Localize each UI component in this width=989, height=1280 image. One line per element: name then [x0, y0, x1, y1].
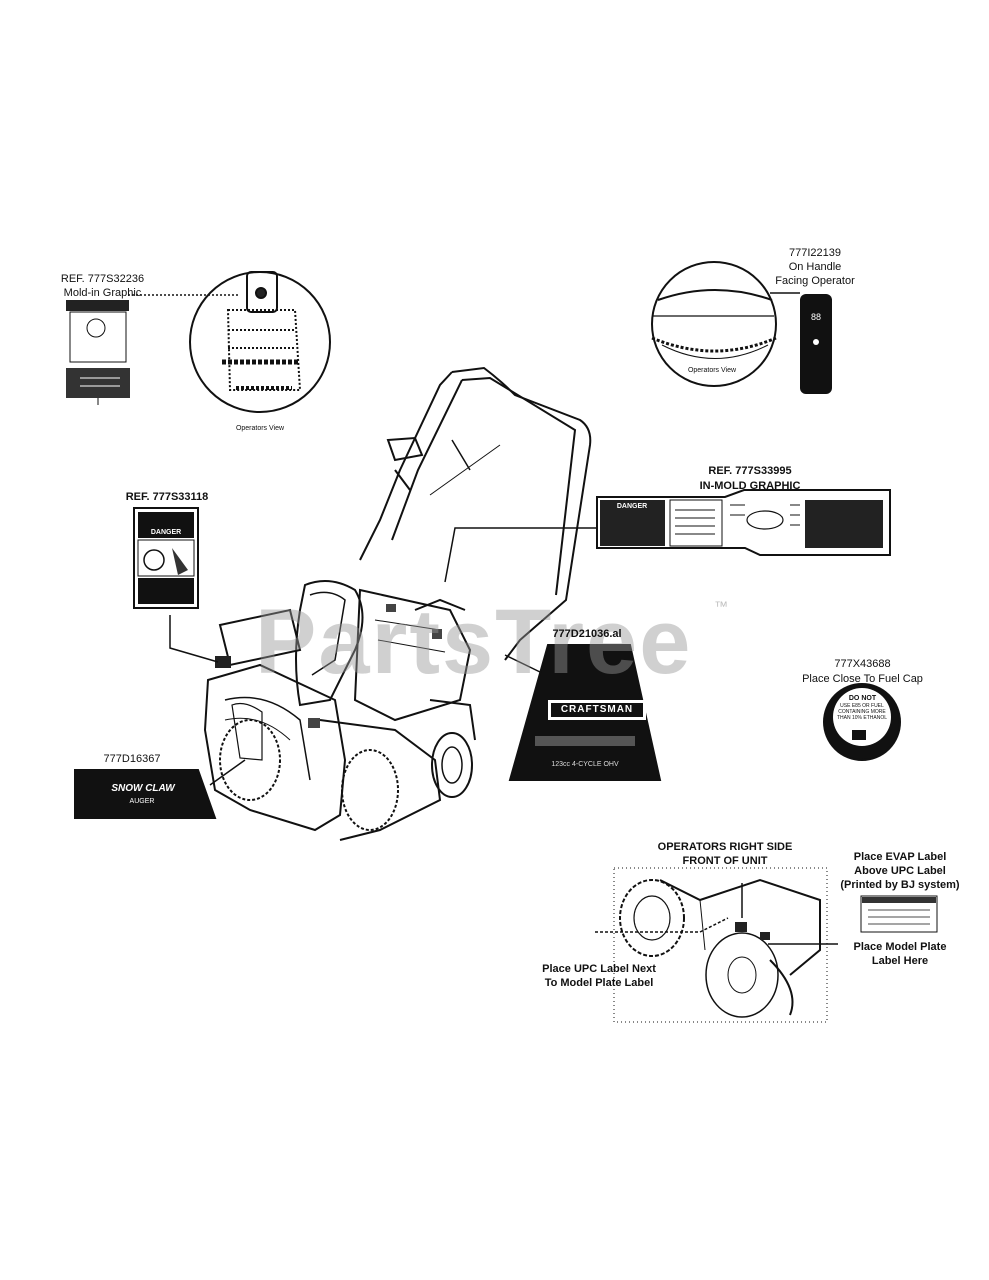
model-plate-line2: Label Here: [871, 955, 929, 967]
snowblower-drawing: [203, 366, 592, 841]
handle-line1: On Handle: [788, 261, 842, 273]
danger-decal-word: DANGER: [150, 529, 182, 536]
snowclaw-sub: AUGER: [129, 798, 155, 805]
danger-decal-ref: REF. 777S33118: [125, 491, 209, 503]
fuel-line2: USE E85 OR FUEL: [840, 703, 884, 709]
inmold-danger-word: DANGER: [616, 503, 648, 510]
fuel-line1: DO NOT: [848, 695, 877, 702]
craftsman-brand: CRAFTSMAN: [560, 704, 634, 715]
snowclaw-part-number: 777D16367: [103, 753, 161, 765]
snowclaw-brand: SNOW CLAW: [111, 783, 175, 794]
right-side-view: [613, 867, 938, 1023]
craftsman-part-number: 777D21036.al: [552, 628, 622, 640]
handle-part-number: 777I22139: [789, 247, 841, 259]
fuel-desc: Place Close To Fuel Cap: [802, 673, 923, 685]
fuel-line3: CONTAINING MORE: [838, 709, 886, 715]
snowclaw-decal-graphic: [74, 769, 217, 819]
danger-decal-graphic: [133, 507, 199, 609]
trademark-symbol: ™: [714, 598, 728, 614]
craftsman-engine-text: 123cc 4-CYCLE OHV: [551, 761, 619, 768]
moldin-desc: Mold-in Graphic: [63, 287, 142, 299]
evap-line2: Above UPC Label: [854, 865, 946, 877]
handle-view-caption: Operators View: [687, 367, 737, 374]
watermark: PartsTree: [255, 591, 693, 693]
fuel-line4: THAN 10% ETHANOL: [836, 715, 887, 721]
inmold-ref: REF. 777S33995: [708, 465, 792, 477]
upc-line2: To Model Plate Label: [544, 977, 654, 989]
fuel-part-number: 777X43688: [834, 658, 891, 670]
svg-text:88: 88: [811, 312, 821, 322]
moldin-ref: REF. 777S32236: [60, 273, 145, 285]
handle-detail: 88: [651, 261, 832, 394]
inmold-desc: IN-MOLD GRAPHIC: [699, 480, 801, 492]
inmold-decal: [596, 489, 891, 556]
right-side-title1: OPERATORS RIGHT SIDE: [657, 841, 793, 853]
leader-lines: [128, 292, 838, 945]
moldin-view-caption: Operators View: [235, 425, 285, 432]
moldin-detail: [189, 271, 331, 413]
handle-line2: Facing Operator: [775, 275, 855, 287]
upc-line1: Place UPC Label Next: [542, 963, 656, 975]
right-side-title2: FRONT OF UNIT: [682, 855, 768, 867]
fuel-cap-decal-graphic: [823, 683, 901, 761]
evap-line1: Place EVAP Label: [853, 851, 947, 863]
evap-line3: (Printed by BJ system): [840, 879, 960, 891]
craftsman-decal-graphic: [508, 644, 662, 781]
model-plate-line1: Place Model Plate: [853, 941, 947, 953]
moldin-thumbnail: [66, 300, 130, 405]
